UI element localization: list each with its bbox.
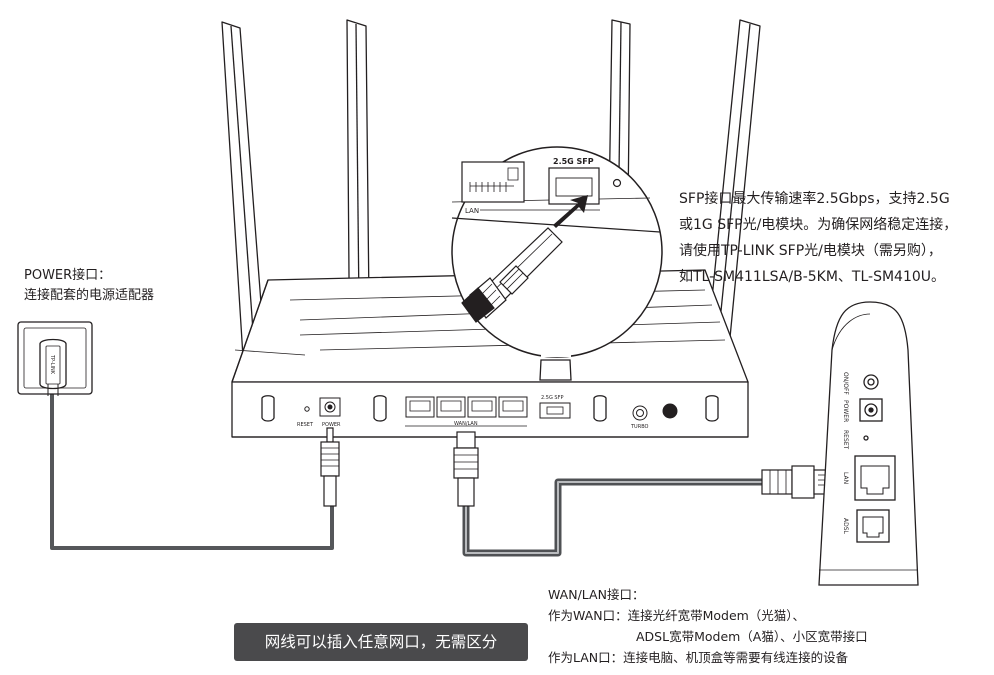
modem-reset-label: RESET	[842, 430, 849, 450]
zoom-lan-label: LAN	[465, 207, 479, 215]
wan-lan-note: WAN/LAN接口： 作为WAN口：连接光纤宽带Modem（光猫）、 ADSL宽…	[548, 584, 868, 668]
router-turbo-label: TURBO	[630, 424, 649, 430]
ethernet-cable	[462, 478, 766, 557]
sfp-note-line: 如TL-SM411LSA/B-5KM、TL-SM410U。	[679, 269, 945, 285]
router-ports	[304, 396, 678, 421]
modem-power-label: POWER	[842, 400, 849, 422]
insert-arrow	[553, 195, 588, 228]
sfp-module	[461, 227, 563, 323]
any-port-badge: 网线可以插入任意网口，无需区分	[234, 623, 528, 661]
power-note-title: POWER接口：	[24, 268, 112, 283]
wan-lan-note-title: WAN/LAN接口：	[548, 587, 645, 602]
router-reset-label: RESET	[297, 422, 314, 428]
wan-lan-note-line: 作为LAN口：连接电脑、机顶盒等需要有线连接的设备	[548, 650, 849, 665]
ethernet-plug-router	[453, 431, 479, 507]
modem-adsl-label: ADSL	[842, 518, 849, 535]
power-adapter	[17, 321, 93, 396]
sfp-zoom-callout	[451, 146, 663, 381]
zoom-sfp-label: 2.5G SFP	[553, 157, 594, 166]
sfp-note: SFP接口最大传输速率2.5Gbps，支持2.5G 或1G SFP光/电模块。为…	[679, 186, 957, 290]
sfp-note-line: SFP接口最大传输速率2.5Gbps，支持2.5G	[679, 191, 950, 207]
modem	[818, 301, 919, 586]
modem-reset-pinhole	[863, 435, 869, 441]
router-wan-lan-label: WAN/LAN	[454, 421, 478, 427]
router-sfp-label: 2.5G SFP	[541, 395, 563, 401]
wan-lan-note-line: 作为WAN口：连接光纤宽带Modem（光猫）、	[548, 608, 806, 623]
modem-lan-label: LAN	[842, 472, 849, 484]
sfp-note-line: 请使用TP-LINK SFP光/电模块（需另购），	[679, 243, 942, 259]
power-note: POWER接口： 连接配套的电源适配器	[24, 266, 154, 306]
modem-on-off-label: ON/OFF	[842, 372, 849, 395]
power-cable	[50, 390, 334, 550]
power-plug	[320, 427, 340, 507]
sfp-note-line: 或1G SFP光/电模块。为确保网络稳定连接，	[679, 217, 958, 233]
wan-lan-note-line: ADSL宽带Modem（A猫）、小区宽带接口	[636, 629, 868, 644]
power-note-desc: 连接配套的电源适配器	[24, 288, 155, 303]
router-power-label: POWER	[322, 422, 341, 428]
ethernet-plug-modem	[761, 465, 835, 499]
reset-pinhole	[304, 406, 310, 412]
adapter-brand: TP-LINK	[49, 354, 55, 375]
tp-logo-button	[662, 403, 678, 419]
